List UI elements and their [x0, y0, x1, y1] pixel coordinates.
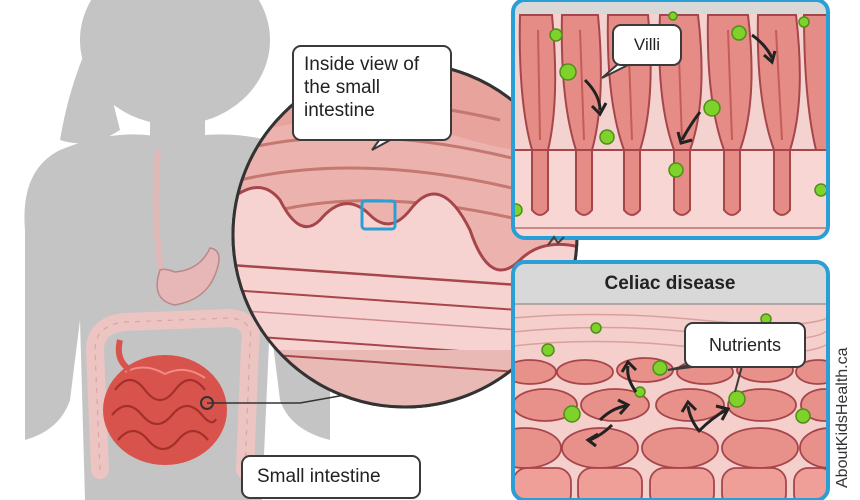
inside-view-callout-tail — [371, 138, 393, 151]
nutrients-callout: Nutrients — [684, 322, 806, 368]
absorption-arrows — [583, 33, 777, 145]
inside-view-callout: Inside view of the small intestine — [292, 45, 452, 141]
source-credit: AboutKidsHealth.ca — [834, 347, 851, 488]
small-intestine-callout: Small intestine — [241, 455, 421, 499]
nutrient-particles — [513, 11, 828, 217]
celiac-absorption-arrows — [585, 359, 731, 448]
stomach — [156, 247, 220, 306]
zoom-indicator — [360, 199, 397, 231]
celiac-panel — [511, 260, 830, 500]
villi-callout-tail — [601, 63, 631, 79]
esophagus — [152, 149, 165, 276]
small-intestine-organ — [103, 339, 227, 465]
magnifier-pointer — [299, 394, 346, 404]
celiac-nutrient-particles — [541, 313, 811, 424]
nutrients-pointer — [734, 365, 743, 393]
celiac-panel-title: Celiac disease — [604, 273, 736, 294]
small-intestine-pointer-dot — [200, 396, 214, 410]
villi-callout: Villi — [612, 24, 682, 66]
